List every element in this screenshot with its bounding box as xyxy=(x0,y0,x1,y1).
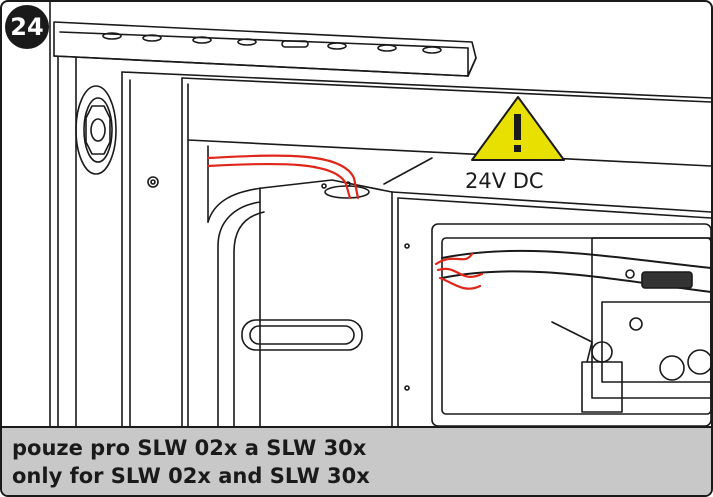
warning-leader-line xyxy=(383,157,433,185)
caption-line-czech: pouze pro SLW 02x a SLW 30x xyxy=(12,436,367,460)
step-number-badge: 24 xyxy=(5,5,49,49)
right-mounting-plate xyxy=(391,191,711,426)
left-frame-post xyxy=(49,2,77,426)
bolt-nut xyxy=(75,85,117,175)
warning-triangle-icon xyxy=(471,96,565,161)
cable-wire-2 xyxy=(206,162,352,200)
cable-24v xyxy=(206,154,484,290)
top-rail xyxy=(53,21,477,77)
caption-bar: pouze pro SLW 02x a SLW 30x only for SLW… xyxy=(2,426,711,495)
caption-line-english: only for SLW 02x and SLW 30x xyxy=(12,464,370,488)
cable-wire-1 xyxy=(206,154,360,200)
cable-wire-3 xyxy=(434,252,484,290)
installation-illustration xyxy=(49,2,711,426)
motor-housing xyxy=(207,179,393,426)
voltage-label: 24V DC xyxy=(465,169,544,193)
